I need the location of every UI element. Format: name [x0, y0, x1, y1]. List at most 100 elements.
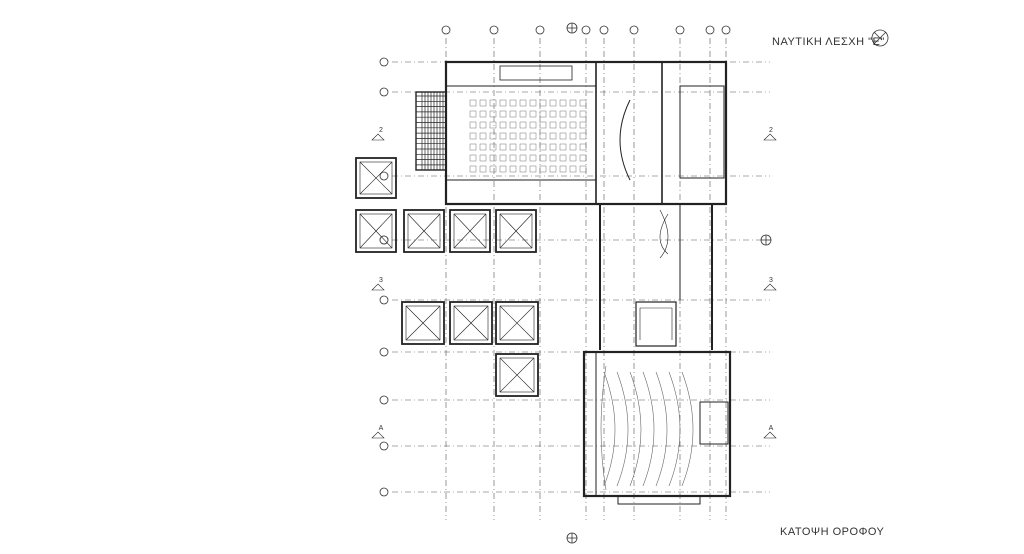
chair	[569, 132, 577, 140]
section-triangle	[371, 283, 385, 291]
chair	[579, 121, 587, 129]
grid-bubble	[629, 25, 639, 35]
chair	[479, 99, 487, 107]
chair	[469, 99, 477, 107]
stage-box	[699, 401, 729, 445]
chair	[509, 121, 517, 129]
grid-lines	[392, 38, 770, 520]
chair	[519, 99, 527, 107]
section-label: 2	[379, 127, 383, 134]
chair	[489, 132, 497, 140]
chair	[579, 165, 587, 173]
north-arrow-icon	[871, 29, 889, 47]
chair	[529, 165, 537, 173]
grid-bubble	[379, 347, 389, 357]
seating-row	[681, 371, 694, 487]
chair	[469, 110, 477, 118]
amphitheater-rows	[600, 365, 694, 491]
grid-bubble	[721, 25, 731, 35]
chair	[539, 99, 547, 107]
grid-bubble	[379, 395, 389, 405]
chair	[529, 154, 537, 162]
chair	[519, 143, 527, 151]
chair	[529, 110, 537, 118]
drawing-subtitle: ΚΑΤΟΨΗ ΟΡΟΦΟΥ	[780, 526, 885, 538]
grid-bubble	[675, 25, 685, 35]
chair	[499, 121, 507, 129]
section-label: 3	[379, 277, 383, 284]
aisle-curve	[600, 365, 607, 491]
chair	[509, 110, 517, 118]
chair	[509, 99, 517, 107]
skylight-icon	[355, 157, 397, 199]
seating-row	[655, 371, 668, 487]
curved-wall	[619, 99, 631, 181]
chair	[539, 110, 547, 118]
skylight-icon	[401, 301, 445, 345]
grid-bubble	[379, 487, 389, 497]
chair	[499, 110, 507, 118]
chair	[489, 110, 497, 118]
section-triangle	[371, 431, 385, 439]
chair	[569, 121, 577, 129]
chair	[539, 165, 547, 173]
chair	[489, 154, 497, 162]
chair	[499, 143, 507, 151]
chair	[469, 143, 477, 151]
seating-row	[668, 371, 681, 487]
skylight-icon	[495, 209, 537, 253]
seating-row	[629, 371, 642, 487]
section-triangle	[371, 133, 385, 141]
chair	[499, 165, 507, 173]
chair	[579, 132, 587, 140]
chair	[469, 121, 477, 129]
chair	[549, 132, 557, 140]
chair	[489, 99, 497, 107]
chair	[539, 143, 547, 151]
chair	[469, 132, 477, 140]
chair	[529, 99, 537, 107]
chair	[479, 121, 487, 129]
chair	[469, 154, 477, 162]
chair	[559, 121, 567, 129]
chair	[559, 154, 567, 162]
chair	[499, 99, 507, 107]
chair	[509, 154, 517, 162]
chair	[479, 110, 487, 118]
chair	[549, 99, 557, 107]
chair	[539, 154, 547, 162]
section-marker-icon	[760, 234, 772, 246]
grid-bubble	[441, 25, 451, 35]
chair	[489, 165, 497, 173]
chair	[569, 143, 577, 151]
chair	[549, 154, 557, 162]
skylight-icon	[403, 209, 445, 253]
chair	[479, 132, 487, 140]
drawing-title: ΝΑΥΤΙΚΗ ΛΕΣΧΗ "Ε"	[772, 36, 885, 48]
chair	[519, 154, 527, 162]
chair	[549, 143, 557, 151]
chair	[579, 110, 587, 118]
chair	[519, 165, 527, 173]
grid-bubble	[599, 25, 609, 35]
grid-bubble	[489, 25, 499, 35]
upper-wing	[444, 60, 728, 206]
chair	[479, 154, 487, 162]
chair	[529, 143, 537, 151]
stair-spiral	[639, 307, 673, 340]
corridor	[599, 204, 713, 350]
toilet-block	[679, 85, 725, 179]
section-label: 2	[769, 127, 773, 134]
chair	[529, 121, 537, 129]
chair	[559, 143, 567, 151]
section-label: 3	[769, 277, 773, 284]
chair	[549, 110, 557, 118]
chair	[529, 132, 537, 140]
grid-bubble	[705, 25, 715, 35]
chair	[519, 132, 527, 140]
lower-wing	[582, 350, 732, 505]
grid-bubble	[379, 57, 389, 67]
chair	[569, 154, 577, 162]
